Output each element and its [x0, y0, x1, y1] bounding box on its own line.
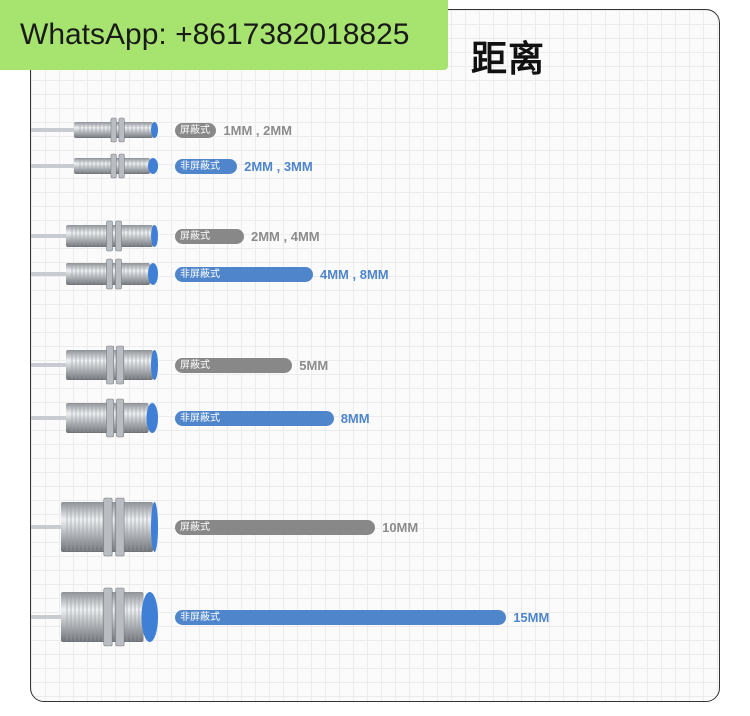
sensing-distance-value: 8MM: [340, 410, 370, 426]
shield-type-label: 屏蔽式: [180, 359, 210, 371]
sensing-range-bar: 屏蔽式: [175, 357, 293, 373]
proximity-sensor-icon: [31, 587, 158, 647]
shield-type-label: 非屏蔽式: [180, 412, 220, 424]
proximity-sensor-icon: [31, 258, 158, 290]
sensor-row: 非屏蔽式 15MM: [175, 607, 549, 627]
sensing-range-bar: 屏蔽式: [175, 122, 217, 138]
sensing-distance-card: 距离 屏蔽式 1MM , 2MM 非屏蔽式 2MM , 3MM 屏蔽式 2MM , 4MM…: [30, 9, 720, 702]
page-title: 距离: [471, 39, 546, 80]
proximity-sensor-icon: [31, 117, 158, 143]
shield-type-label: 屏蔽式: [180, 124, 210, 136]
sensor-row: 屏蔽式 5MM: [175, 355, 328, 375]
sensing-range-bar: 非屏蔽式: [175, 609, 507, 625]
sensing-range-bar: 非屏蔽式: [175, 410, 334, 426]
sensing-range-bar: 非屏蔽式: [175, 266, 313, 282]
sensing-distance-value: 1MM , 2MM: [223, 122, 293, 138]
proximity-sensor-icon: [31, 220, 158, 252]
sensing-distance-value: 10MM: [382, 519, 419, 535]
shield-type-label: 屏蔽式: [180, 521, 210, 533]
sensor-row: 非屏蔽式 4MM , 8MM: [175, 264, 389, 284]
sensor-row: 屏蔽式 10MM: [175, 517, 418, 537]
proximity-sensor-icon: [31, 497, 158, 557]
sensor-row: 非屏蔽式 8MM: [175, 408, 370, 428]
proximity-sensor-icon: [31, 345, 158, 385]
sensor-row: 屏蔽式 1MM , 2MM: [175, 120, 292, 140]
sensing-distance-value: 15MM: [513, 609, 550, 625]
sensing-distance-value: 2MM , 4MM: [251, 228, 320, 244]
sensing-range-bar: 屏蔽式: [175, 519, 376, 535]
sensor-row: 非屏蔽式 2MM , 3MM: [175, 156, 313, 176]
sensing-distance-value: 4MM , 8MM: [320, 266, 389, 282]
sensing-distance-value: 5MM: [299, 357, 329, 373]
proximity-sensor-icon: [31, 398, 158, 438]
sensing-range-bar: 屏蔽式: [175, 228, 244, 244]
shield-type-label: 屏蔽式: [180, 230, 210, 242]
whatsapp-contact-banner[interactable]: WhatsApp: +8617382018825: [0, 0, 448, 70]
shield-type-label: 非屏蔽式: [180, 611, 220, 623]
sensing-range-bar: 非屏蔽式: [175, 158, 238, 174]
proximity-sensor-icon: [31, 153, 158, 179]
shield-type-label: 非屏蔽式: [180, 268, 220, 280]
sensor-row: 屏蔽式 2MM , 4MM: [175, 226, 320, 246]
sensing-distance-value: 2MM , 3MM: [244, 158, 313, 174]
shield-type-label: 非屏蔽式: [180, 160, 220, 172]
